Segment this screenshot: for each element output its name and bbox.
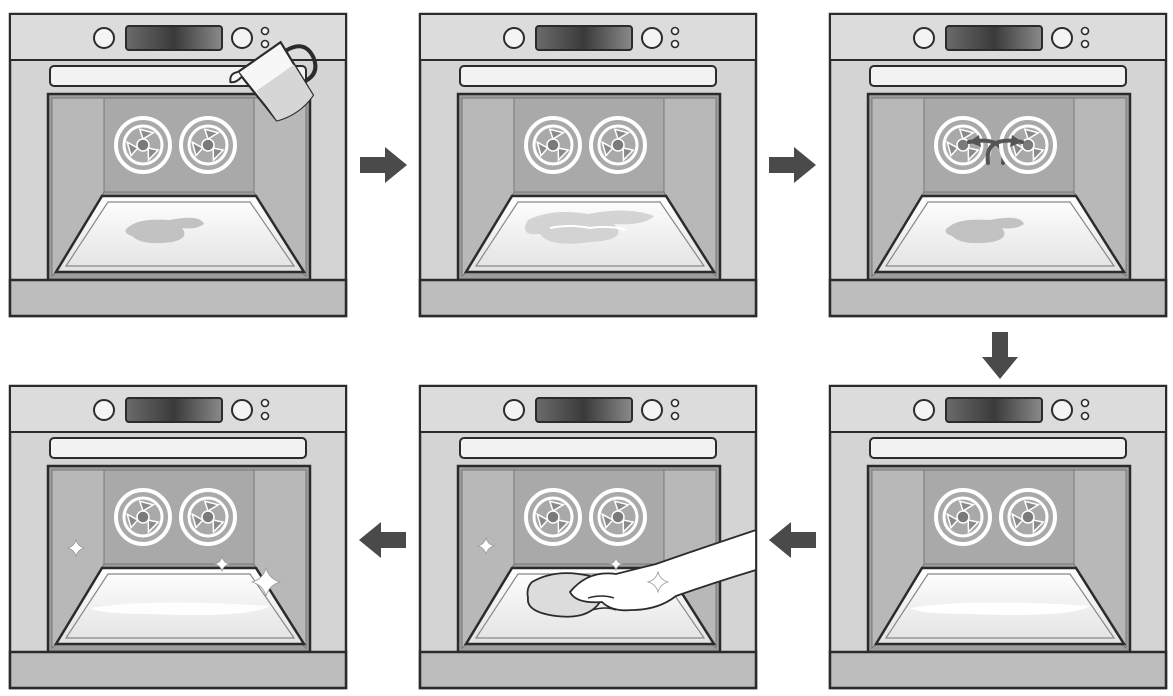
display-screen bbox=[125, 397, 223, 423]
oven-floor-inner-edge bbox=[884, 573, 1116, 639]
knob-right-icon bbox=[641, 27, 663, 49]
fan-left-icon bbox=[114, 116, 172, 174]
indicator-light-icon bbox=[1080, 411, 1090, 421]
knob-right-icon bbox=[1051, 27, 1073, 49]
bottom-drawer bbox=[828, 278, 1168, 318]
finger-lines bbox=[587, 595, 617, 611]
indicator-light-icon bbox=[260, 411, 270, 421]
oven-floor-inner-edge bbox=[64, 201, 296, 267]
control-panel bbox=[829, 385, 1167, 433]
sparkle-icon bbox=[608, 556, 624, 572]
fan-right-icon bbox=[999, 488, 1057, 546]
bottom-drawer bbox=[418, 650, 758, 690]
bottom-drawer bbox=[828, 650, 1168, 690]
display-screen bbox=[535, 397, 633, 423]
hand-icon bbox=[568, 528, 757, 612]
bottom-drawer bbox=[8, 650, 348, 690]
fan-left-icon bbox=[934, 488, 992, 546]
door-handle bbox=[459, 65, 717, 87]
indicator-light-icon bbox=[260, 398, 270, 408]
indicator-light-icon bbox=[670, 411, 680, 421]
arrow-3-to-4-icon bbox=[982, 332, 1018, 379]
indicator-light-icon bbox=[1080, 398, 1090, 408]
oven-step-water-spread bbox=[418, 12, 758, 318]
indicator-light-icon bbox=[260, 26, 270, 36]
floor-shine bbox=[90, 602, 270, 615]
knob-right-icon bbox=[1051, 399, 1073, 421]
knob-left-icon bbox=[93, 27, 115, 49]
display-screen bbox=[125, 25, 223, 51]
sparkle-icon bbox=[646, 570, 670, 594]
bottom-drawer bbox=[8, 278, 348, 318]
oven-step-sparkling-clean bbox=[8, 384, 348, 690]
fan-right-icon bbox=[179, 116, 237, 174]
indicator-light-icon bbox=[670, 26, 680, 36]
arrow-5-to-6-icon bbox=[359, 522, 406, 558]
sparkle-icon bbox=[213, 555, 231, 573]
door-handle bbox=[869, 65, 1127, 87]
display-screen bbox=[945, 397, 1043, 423]
fan-right-icon bbox=[179, 488, 237, 546]
fan-left-icon bbox=[524, 116, 582, 174]
fan-right-icon bbox=[589, 116, 647, 174]
oven-step-wipe-floor bbox=[418, 384, 758, 690]
fan-left-icon bbox=[524, 488, 582, 546]
arrow-1-to-2-icon bbox=[360, 147, 407, 183]
door-handle bbox=[869, 437, 1127, 459]
arrow-4-to-5-icon bbox=[769, 522, 816, 558]
indicator-light-icon bbox=[670, 398, 680, 408]
water-pitcher-icon bbox=[229, 40, 318, 122]
display-screen bbox=[945, 25, 1043, 51]
arrowhead-icon bbox=[969, 135, 981, 147]
knob-left-icon bbox=[913, 399, 935, 421]
door-handle bbox=[459, 437, 717, 459]
knob-right-icon bbox=[231, 27, 253, 49]
knob-left-icon bbox=[503, 399, 525, 421]
arrowhead-icon bbox=[1010, 135, 1022, 147]
indicator-light-icon bbox=[1080, 26, 1090, 36]
fan-left-icon bbox=[114, 488, 172, 546]
sparkle-icon bbox=[476, 536, 496, 556]
oven-step-clean-floor bbox=[828, 384, 1168, 690]
oven-floor-inner-edge bbox=[884, 201, 1116, 267]
water-puddle bbox=[125, 217, 204, 244]
water-puddle bbox=[945, 217, 1024, 244]
oven-step-fans-running bbox=[828, 12, 1168, 318]
fan-left-icon bbox=[934, 116, 1006, 174]
floor-shine bbox=[910, 602, 1090, 615]
oven-step-pour-water bbox=[8, 12, 348, 318]
sparkle-icon bbox=[250, 566, 282, 598]
display-screen bbox=[535, 25, 633, 51]
water-shine bbox=[549, 225, 627, 231]
oven-floor-inner-edge bbox=[64, 573, 296, 639]
knob-left-icon bbox=[93, 399, 115, 421]
sparkle-icon bbox=[66, 538, 86, 558]
fan-right-icon bbox=[589, 488, 647, 546]
knob-left-icon bbox=[503, 27, 525, 49]
indicator-light-icon bbox=[1080, 39, 1090, 49]
knob-left-icon bbox=[913, 27, 935, 49]
bottom-drawer bbox=[418, 278, 758, 318]
arrow-2-to-3-icon bbox=[769, 147, 816, 183]
knob-right-icon bbox=[231, 399, 253, 421]
oven-floor-inner-edge bbox=[474, 201, 706, 267]
door-handle bbox=[49, 437, 307, 459]
indicator-light-icon bbox=[670, 39, 680, 49]
indicator-light-icon bbox=[260, 39, 270, 49]
fan-right-icon bbox=[985, 116, 1057, 174]
knob-right-icon bbox=[641, 399, 663, 421]
